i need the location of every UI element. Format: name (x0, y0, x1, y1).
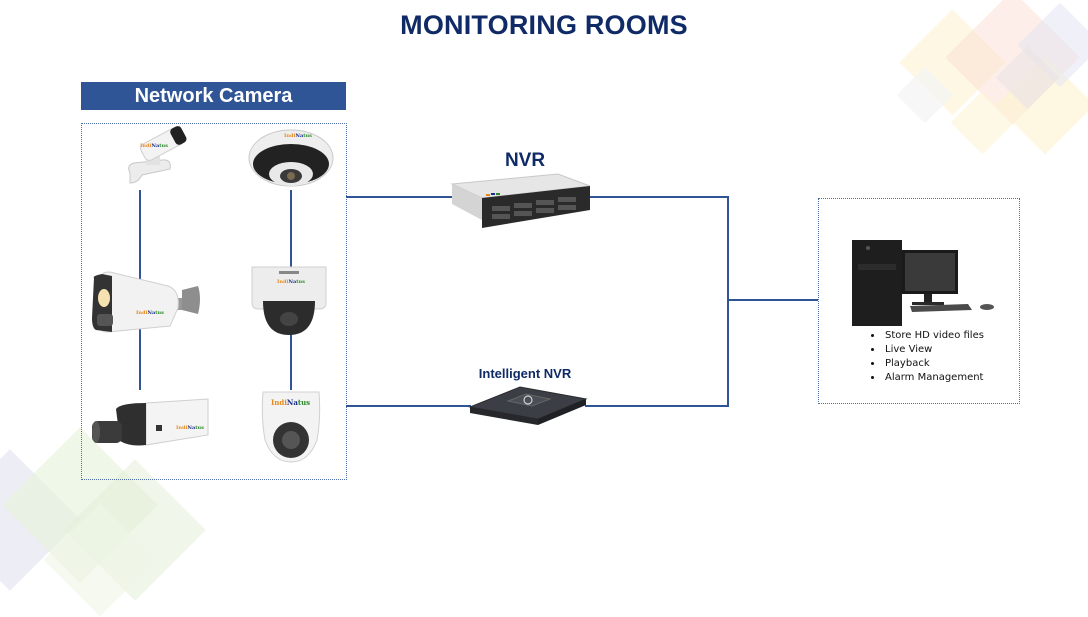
brand-logo: IndiNatus (271, 398, 311, 407)
link-cameras-to-intelligent-nvr (346, 405, 471, 407)
network-camera-group (81, 123, 347, 480)
bullet-camera: IndiNatus (90, 268, 202, 336)
fisheye-dome-camera: IndiNatus (246, 128, 336, 190)
brand-logo: IndiNatus (176, 425, 204, 431)
brand-logo: IndiNatus (136, 310, 164, 316)
brand-logo: IndiNatus (140, 143, 168, 149)
intelligent-nvr-device (468, 385, 588, 427)
intelligent-nvr-label: Intelligent NVR (478, 366, 572, 381)
link-nvr-out (588, 196, 728, 198)
link-cameras-to-nvr (346, 196, 456, 198)
vandal-dome-camera: IndiNatus (249, 265, 329, 337)
nvr-device (450, 172, 592, 232)
mini-ptz-dome-camera: IndiNatus (259, 388, 323, 464)
network-camera-header: Network Camera (81, 82, 346, 110)
workstation-group (818, 198, 1020, 404)
feature-item: Live View (883, 343, 984, 357)
workstation-features-list: Store HD video files Live View Playback … (865, 329, 984, 385)
brand-logo: IndiNatus (284, 133, 312, 139)
link-intelligent-nvr-out (585, 405, 728, 407)
link-to-workstation (728, 299, 818, 301)
brand-logo: IndiNatus (277, 279, 305, 285)
nvr-label: NVR (504, 150, 546, 171)
link-vertical-bus (727, 196, 729, 407)
workstation-computer (850, 238, 1000, 326)
ptz-bullet-camera: IndiNatus (122, 125, 192, 190)
feature-item: Playback (883, 357, 984, 371)
feature-item: Alarm Management (883, 371, 984, 385)
page-title: MONITORING ROOMS (400, 10, 688, 40)
feature-item: Store HD video files (883, 329, 984, 343)
box-camera: IndiNatus (90, 397, 210, 453)
